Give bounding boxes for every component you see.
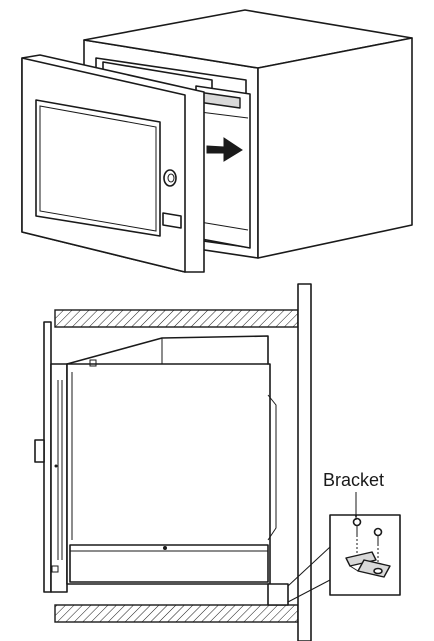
cabinet-isometric-view — [21, 9, 413, 273]
door-window — [35, 99, 161, 237]
callout-leader-lower — [287, 579, 331, 603]
appliance-top-slant — [66, 335, 269, 365]
callout-leader-upper — [287, 546, 331, 587]
cabinet-side-wall — [297, 283, 312, 641]
bracket-callout — [329, 514, 401, 596]
cabinet-cross-section: Bracket — [34, 283, 401, 641]
bracket-label: Bracket — [323, 470, 384, 490]
door-button-icon — [162, 212, 182, 229]
screw-icon — [352, 517, 383, 566]
door-window-inner — [39, 105, 157, 232]
appliance-back-bulge — [267, 394, 277, 541]
cabinet-side-face — [257, 37, 413, 259]
bracket-location — [267, 583, 289, 606]
bracket-icon — [345, 551, 391, 578]
front-trim-profile — [34, 321, 68, 593]
control-knob-icon — [163, 169, 177, 187]
push-direction-arrow-icon — [206, 137, 243, 162]
appliance-section — [66, 335, 289, 606]
door-handle — [34, 439, 45, 463]
cabinet-top-shelf — [54, 309, 299, 328]
cabinet-bottom-shelf — [54, 604, 299, 623]
door-panel — [21, 54, 205, 273]
